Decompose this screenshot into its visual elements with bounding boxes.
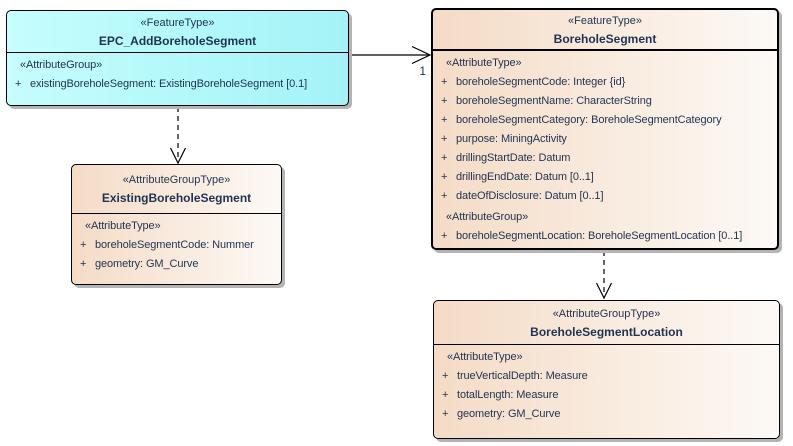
attribute-text: boreholeSegmentCategory: BoreholeSegment… (456, 114, 722, 126)
attribute-row: + purpose: MiningActivity (437, 130, 773, 149)
class-stereotype: «AttributeGroupType» (122, 174, 231, 186)
attribute-text: boreholeSegmentCode: Nummer (95, 239, 254, 251)
stereotype-row: «AttributeType» (446, 57, 522, 69)
visibility-marker: + (441, 76, 448, 88)
attribute-text: dateOfDisclosure: Datum [0..1] (456, 190, 604, 202)
attribute-row: + geometry: GM_Curve (76, 255, 277, 274)
attribute-text: boreholeSegmentCode: Integer {id} (456, 76, 626, 88)
class-name: BoreholeSegmentLocation (530, 324, 683, 339)
attribute-text: drillingEndDate: Datum [0..1] (456, 171, 594, 183)
attribute-compartment: «AttributeType» + boreholeSegmentCode: N… (72, 214, 281, 274)
attribute-row: + boreholeSegmentName: CharacterString (437, 92, 773, 111)
dependency-connector-boreholesegmentlocation[interactable] (595, 251, 613, 300)
attribute-row: + geometry: GM_Curve (438, 405, 775, 424)
visibility-marker: + (442, 370, 449, 382)
visibility-marker: + (80, 258, 87, 270)
attribute-text: geometry: GM_Curve (95, 258, 199, 270)
visibility-marker: + (441, 190, 448, 202)
class-name: ExistingBoreholeSegment (101, 191, 252, 205)
class-header: «FeatureType» EPC_AddBoreholeSegment (7, 11, 348, 53)
class-name: BoreholeSegment (553, 31, 657, 46)
attribute-row: + boreholeSegmentCode: Integer {id} (437, 73, 773, 92)
attribute-row: + existingBoreholeSegment: ExistingBoreh… (11, 75, 344, 94)
visibility-marker: + (80, 239, 87, 251)
attribute-row: + dateOfDisclosure: Datum [0..1] (437, 187, 773, 206)
stereotype-row: «AttributeType» (447, 351, 523, 363)
class-stereotype: «AttributeGroupType» (552, 307, 661, 320)
attribute-compartment: «AttributeGroup» + existingBoreholeSegme… (7, 53, 348, 94)
visibility-marker: + (441, 230, 448, 242)
attribute-row: + boreholeSegmentCategory: BoreholeSegme… (437, 111, 773, 130)
stereotype-row: «AttributeType» (85, 220, 161, 232)
association-connector[interactable] (349, 45, 432, 65)
stereotype-row: «AttributeGroup» (20, 59, 103, 71)
attribute-row: + drillingStartDate: Datum (437, 149, 773, 168)
class-name: EPC_AddBoreholeSegment (98, 33, 257, 48)
class-stereotype: «FeatureType» (568, 14, 642, 27)
visibility-marker: + (441, 114, 448, 126)
attribute-text: geometry: GM_Curve (457, 408, 561, 420)
attribute-text: boreholeSegmentLocation: BoreholeSegment… (456, 230, 743, 242)
attribute-row: + drillingEndDate: Datum [0..1] (437, 168, 773, 187)
attribute-compartment: «AttributeType» + trueVerticalDepth: Mea… (434, 345, 779, 424)
visibility-marker: + (442, 389, 449, 401)
stereotype-row: «AttributeGroup» (446, 211, 529, 223)
visibility-marker: + (441, 171, 448, 183)
visibility-marker: + (441, 152, 448, 164)
visibility-marker: + (15, 78, 22, 90)
multiplicity-label: 1 (419, 64, 426, 78)
attribute-row: + boreholeSegmentLocation: BoreholeSegme… (437, 227, 773, 246)
class-box-boreholesegmentlocation[interactable]: «AttributeGroupType» BoreholeSegmentLoca… (433, 300, 780, 439)
class-header: «AttributeGroupType» ExistingBoreholeSeg… (72, 165, 281, 214)
attribute-row: + trueVerticalDepth: Measure (438, 367, 775, 386)
class-stereotype: «FeatureType» (140, 16, 215, 29)
visibility-marker: + (442, 408, 449, 420)
attribute-text: existingBoreholeSegment: ExistingBorehol… (30, 78, 308, 90)
class-box-epc-addboreholesegment[interactable]: «FeatureType» EPC_AddBoreholeSegment «At… (6, 10, 349, 106)
attribute-text: drillingStartDate: Datum (456, 152, 571, 164)
class-box-boreholesegment[interactable]: «FeatureType» BoreholeSegment «Attribute… (431, 8, 779, 250)
attribute-text: purpose: MiningActivity (456, 133, 567, 145)
attribute-compartment: «AttributeType» + boreholeSegmentCode: I… (433, 51, 777, 246)
class-box-existingboreholesegment[interactable]: «AttributeGroupType» ExistingBoreholeSeg… (71, 164, 282, 285)
attribute-text: totalLength: Measure (457, 389, 559, 401)
class-header: «FeatureType» BoreholeSegment (433, 10, 777, 51)
attribute-text: trueVerticalDepth: Measure (457, 370, 588, 382)
attribute-row: + boreholeSegmentCode: Nummer (76, 236, 277, 255)
dependency-connector-existingboreholesegment[interactable] (169, 107, 187, 165)
attribute-row: + totalLength: Measure (438, 386, 775, 405)
attribute-text: boreholeSegmentName: CharacterString (456, 95, 652, 107)
visibility-marker: + (441, 133, 448, 145)
visibility-marker: + (441, 95, 448, 107)
class-header: «AttributeGroupType» BoreholeSegmentLoca… (434, 301, 779, 345)
